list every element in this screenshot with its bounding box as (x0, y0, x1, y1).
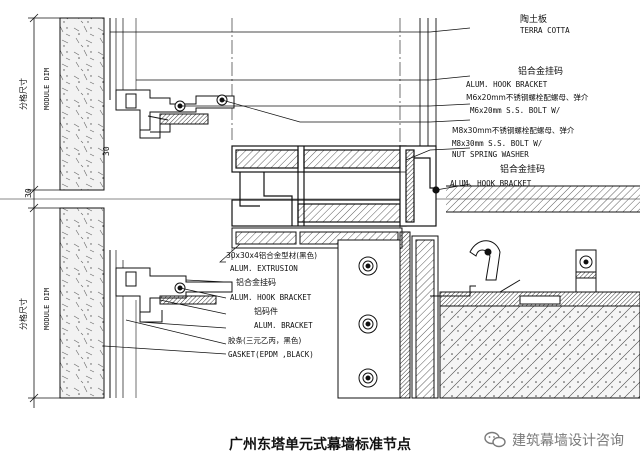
label-hook-bracket-en-3: ALUM. HOOK BRACKET (230, 293, 312, 302)
dim-joint-30b: 30 (102, 146, 111, 156)
label-hook-bracket-en-2: ALUM. HOOK BRACKET (450, 179, 532, 188)
unit-frame-stack-joint (231, 145, 440, 227)
label-extrusion-en: ALUM. EXTRUSION (230, 264, 298, 273)
dim-module-cn-top: 分格尺寸 (18, 78, 28, 110)
leader-lines (103, 27, 471, 355)
label-terra-cotta-en: TERRA COTTA (520, 26, 570, 35)
floor-slab (430, 240, 640, 399)
label-extrusion-cn: 30x30x4铝合金型材(黑色) (226, 250, 317, 260)
label-hook-bracket-cn-3: 铝合金挂码 (236, 277, 276, 287)
watermark: 建筑幕墙设计咨询 (484, 430, 624, 450)
label-bolt-m6-cn: M6x20mm不锈钢螺栓配螺母、弹介 (466, 92, 589, 102)
terra-cotta-panel-bottom (59, 207, 124, 399)
label-terra-cotta-cn: 陶土板 (520, 13, 547, 25)
label-hook-bracket-en-1: ALUM. HOOK BRACKET (466, 80, 548, 89)
figure-caption: 广州东塔单元式幕墙标准节点 (229, 437, 411, 453)
label-bolt-m6-en: M6x20mm S.S. BOLT W/ (470, 106, 560, 115)
glass-panel-upper (419, 18, 640, 213)
wechat-icon (484, 431, 506, 448)
label-hook-bracket-cn-2: 铝合金挂码 (500, 163, 545, 175)
top-hook-bracket-assembly (115, 89, 235, 139)
label-hook-bracket-cn-1: 铝合金挂码 (518, 65, 563, 77)
dim-module-cn-bottom: 分格尺寸 (18, 298, 28, 330)
label-bolt-m8-en1: M8x30mm S.S. BOLT W/ (452, 139, 542, 148)
mullion-bolt-plate (337, 231, 439, 399)
dim-joint-30a: 30 (24, 188, 33, 198)
label-gasket-en: GASKET(EPDM ,BLACK) (228, 350, 314, 359)
watermark-text: 建筑幕墙设计咨询 (512, 433, 624, 449)
label-bracket-en: ALUM. BRACKET (254, 321, 313, 330)
label-bolt-m8-en2: NUT SPRING WASHER (452, 150, 529, 159)
dim-module-en-top: MODULE DIM (43, 68, 51, 110)
annotation-labels: 陶土板 TERRA COTTA 铝合金挂码 ALUM. HOOK BRACKET… (18, 13, 589, 359)
dim-module-en-bottom: MODULE DIM (43, 288, 51, 330)
terra-cotta-panel-top (59, 17, 124, 191)
label-bolt-m8-cn: M8x30mm不锈钢螺栓配螺母、弹介 (452, 125, 575, 135)
label-bracket-cn: 铝码件 (254, 306, 278, 316)
label-gasket-cn: 胶条(三元乙丙，黑色) (228, 335, 301, 345)
